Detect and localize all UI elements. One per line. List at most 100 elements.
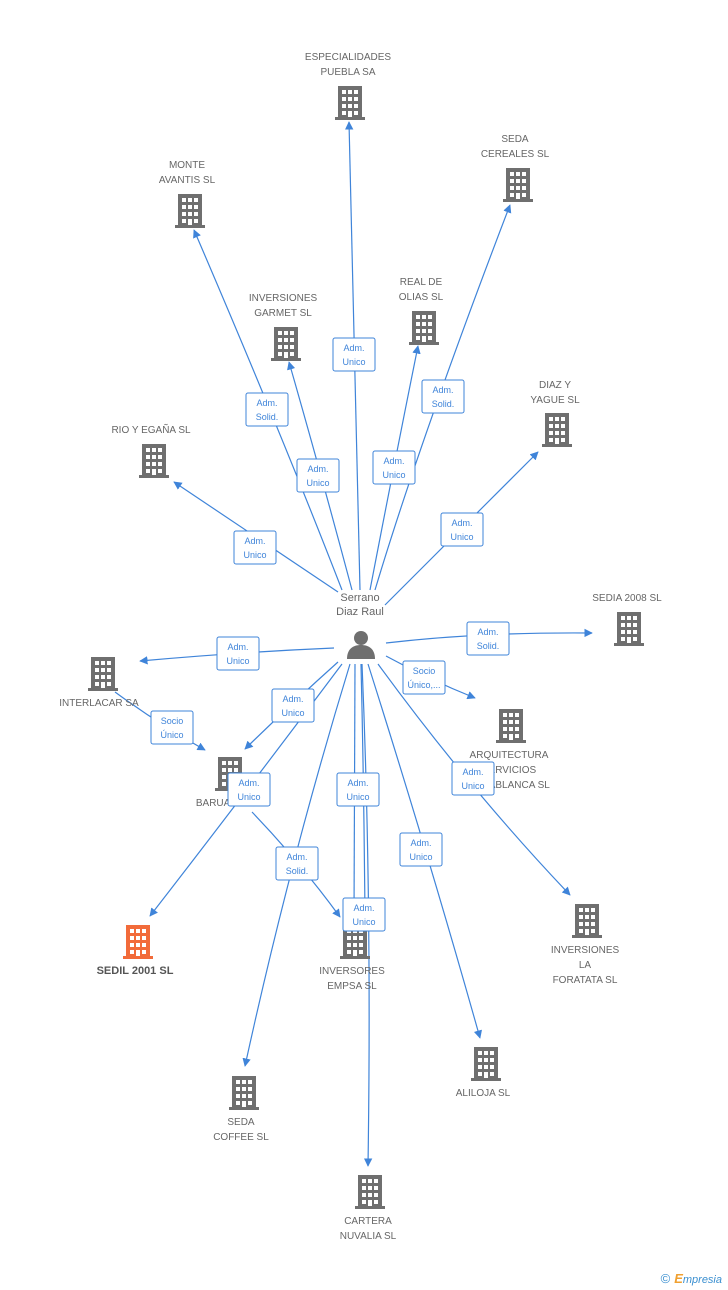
- relation-badge-text: Adm.: [477, 627, 498, 637]
- edge-seda-cereales: [374, 204, 512, 591]
- company-node-aliloja[interactable]: ALILOJA SL: [456, 1047, 511, 1099]
- person-icon: [347, 631, 375, 659]
- company-label-line: INVERSIONES: [249, 293, 318, 304]
- relation-badge-text: Unico: [450, 532, 473, 542]
- company-node-sedil-2001[interactable]: SEDIL 2001 SL: [97, 925, 174, 977]
- company-label-line: FORATATA SL: [553, 975, 618, 986]
- company-node-real-olias[interactable]: REAL DE OLIAS SL: [399, 277, 444, 345]
- relation-badge-aliloja[interactable]: Adm.Unico: [399, 832, 443, 867]
- relation-badge-especialidades[interactable]: Adm. Unico: [332, 337, 376, 372]
- relation-badge-text: Adm.: [307, 464, 328, 474]
- relation-badge-inversiones-foratata[interactable]: Adm.Unico: [451, 761, 495, 796]
- relation-badge-box: [150, 710, 194, 745]
- building-icon: [335, 86, 365, 120]
- relation-badge-monte-avantis[interactable]: Adm.Solid.: [245, 392, 289, 427]
- company-label-line: DIAZ Y: [539, 380, 571, 391]
- company-label-line: LA: [579, 960, 592, 971]
- relation-badge-box: [440, 512, 484, 547]
- company-node-rio-egana[interactable]: RIO Y EGAÑA SL: [111, 423, 191, 478]
- relation-badge-box: [372, 450, 416, 485]
- relation-badge-baruasa[interactable]: Adm.Unico: [271, 688, 315, 723]
- company-node-sedia-2008[interactable]: SEDIA 2008 SL: [592, 593, 662, 646]
- relation-badge-inversiones-garmet[interactable]: Adm.Unico: [296, 458, 340, 493]
- relation-badge-sedil-2001[interactable]: Adm. Unico: [227, 772, 271, 807]
- company-node-baruasa[interactable]: BARUASA SL: [196, 757, 259, 809]
- relation-badge-text: Unico: [243, 550, 266, 560]
- company-label-line: INTERLACAR SA: [59, 698, 139, 709]
- relation-badge-text: Adm.: [410, 838, 431, 848]
- relation-badge-text: Adm.: [256, 398, 277, 408]
- copyright-symbol: ©: [660, 1271, 671, 1286]
- company-label-line: RIO Y EGAÑA SL: [111, 423, 191, 436]
- company-label-line: SERVICIOS: [482, 765, 537, 776]
- relation-badge-box: [332, 337, 376, 372]
- footer-brand: ©Empresia: [661, 1271, 722, 1286]
- relation-badge-text: Adm.: [353, 903, 374, 913]
- building-icon: [503, 168, 533, 202]
- relation-badge-real-olias[interactable]: Adm. Unico: [372, 450, 416, 485]
- person-node[interactable]: Serrano Diaz Raul: [336, 592, 384, 659]
- relation-badge-text: Adm.: [347, 778, 368, 788]
- relation-badge-text: Unico: [352, 917, 375, 927]
- company-label-line: BARUASA SL: [196, 798, 259, 809]
- company-label-line: SEDA: [227, 1117, 255, 1128]
- relation-badge-inversores-empsa-top[interactable]: Adm. Unico: [342, 897, 386, 932]
- company-label-line: OLIAS SL: [399, 292, 444, 303]
- relation-badge-text: Adm.: [343, 343, 364, 353]
- relation-badge-text: Socio: [413, 666, 436, 676]
- company-label-line: ESPECIALIDADES: [305, 52, 391, 63]
- company-label-line: REAL DE: [400, 277, 443, 288]
- relation-badge-arquitectura[interactable]: SocioÚnico,...: [402, 660, 446, 695]
- building-icon: [471, 1047, 501, 1081]
- company-label-line: PUEBLA SA: [320, 67, 375, 78]
- relation-badge-text: Único,...: [407, 680, 440, 690]
- relation-badge-inversores-empsa-solid[interactable]: Adm.Solid.: [275, 846, 319, 881]
- relation-badge-box: [399, 832, 443, 867]
- relation-badge-inversores-empsa-unico[interactable]: Adm.Unico: [336, 772, 380, 807]
- relation-badge-text: Solid.: [286, 866, 309, 876]
- company-label-line: CASABLANCA SL: [468, 780, 550, 791]
- company-node-arquitectura[interactable]: ARQUITECTURA SERVICIOS CASABLANCA SL: [468, 709, 550, 791]
- building-icon: [139, 444, 169, 478]
- relation-badge-box: [233, 530, 277, 565]
- relation-badge-text: Adm.: [462, 767, 483, 777]
- company-node-especialidades[interactable]: ESPECIALIDADES PUEBLA SA: [305, 52, 391, 120]
- relation-badge-text: Adm.: [432, 385, 453, 395]
- relation-badge-text: Unico: [237, 792, 260, 802]
- company-label-line: EMPSA SL: [327, 981, 377, 992]
- relation-badge-text: Adm.: [383, 456, 404, 466]
- relation-badge-box: [342, 897, 386, 932]
- relation-badge-text: Adm.: [244, 536, 265, 546]
- relation-badge-text: Adm.: [451, 518, 472, 528]
- relation-badge-text: Unico: [342, 357, 365, 367]
- relation-badge-text: Unico: [382, 470, 405, 480]
- edges-layer: [114, 121, 593, 1167]
- company-label-line: CARTERA: [344, 1216, 392, 1227]
- brand-name: mpresia: [682, 1274, 722, 1286]
- company-node-cartera-nuvalia[interactable]: CARTERA NUVALIA SL: [340, 1175, 397, 1242]
- relation-badge-interlacar[interactable]: Adm.Unico: [216, 636, 260, 671]
- relation-badge-seda-cereales[interactable]: Adm.Solid.: [421, 379, 465, 414]
- company-label-line: SEDIL 2001 SL: [97, 965, 174, 977]
- relation-badge-text: Adm.: [282, 694, 303, 704]
- relation-badge-box: [296, 458, 340, 493]
- company-label-line: NUVALIA SL: [340, 1231, 397, 1242]
- company-node-interlacar[interactable]: INTERLACAR SA: [59, 657, 139, 709]
- company-label-line: ARQUITECTURA: [470, 750, 549, 761]
- relation-badge-text: Adm.: [227, 642, 248, 652]
- relation-badge-text: Adm.: [238, 778, 259, 788]
- relation-labels-layer: Adm.UnicoAdm.Solid.Adm.Solid.Adm.UnicoAd…: [150, 337, 510, 932]
- relation-badge-box: [336, 772, 380, 807]
- relation-badge-diaz-yague[interactable]: Adm. Unico: [440, 512, 484, 547]
- relation-badge-sedia-2008[interactable]: Adm.Solid.: [466, 621, 510, 656]
- relation-badge-rio-egana[interactable]: Adm. Unico: [233, 530, 277, 565]
